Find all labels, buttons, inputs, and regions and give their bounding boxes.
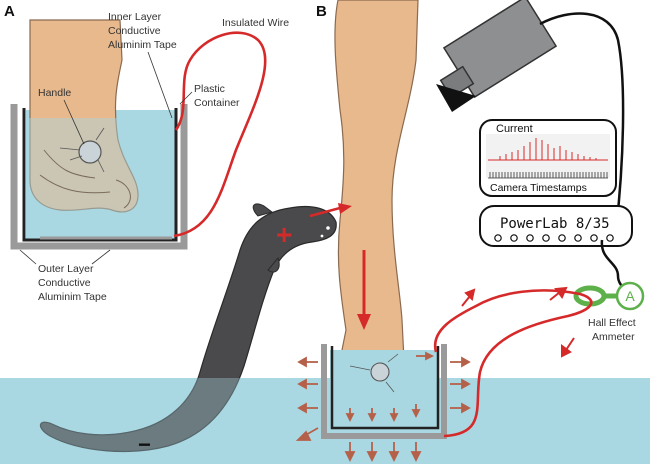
panel-b-label: B bbox=[316, 3, 327, 20]
inner-layer-line1: Inner Layer bbox=[108, 11, 162, 23]
handle-b bbox=[370, 362, 390, 382]
current-trace bbox=[499, 138, 597, 160]
handle-a bbox=[78, 140, 102, 164]
water-overlay-b bbox=[330, 350, 438, 426]
handle-leader bbox=[63, 99, 85, 145]
current-label: Current bbox=[496, 123, 533, 135]
panel-a: A Inner Layer Conductive Aluminim Tape I… bbox=[4, 3, 289, 303]
eel-water-overlay bbox=[30, 378, 270, 464]
plastic-container-line1: Plastic bbox=[194, 83, 225, 95]
return-wire bbox=[433, 289, 593, 438]
eel-current-arrow bbox=[309, 206, 341, 218]
powerlab-port bbox=[510, 234, 518, 242]
powerlab-port bbox=[526, 234, 534, 242]
inner-layer-line3: Aluminim Tape bbox=[108, 39, 177, 51]
hall-effect-label: Hall Effect Ammeter bbox=[588, 317, 639, 343]
eel-current-arrowhead bbox=[338, 203, 352, 214]
handle-wires-b bbox=[349, 353, 399, 393]
thumb-line-a bbox=[115, 179, 131, 209]
powerlab-port bbox=[558, 234, 566, 242]
plastic-container-label: Plastic Container bbox=[194, 83, 240, 109]
ammeter-symbol: A bbox=[625, 288, 635, 304]
powerlab-port bbox=[606, 234, 614, 242]
powerlab-port bbox=[494, 234, 502, 242]
outer-layer-line3: Aluminim Tape bbox=[38, 291, 107, 303]
powerlab-port bbox=[590, 234, 598, 242]
outer-layer-line2: Conductive bbox=[38, 277, 91, 289]
handle-wires-a bbox=[59, 127, 105, 173]
powerlab-label: PowerLab 8/35 bbox=[500, 216, 610, 232]
plastic-container-leader bbox=[179, 91, 193, 105]
powerlab-device: PowerLab 8/35 bbox=[479, 205, 633, 247]
outer-layer-label: Outer Layer Conductive Aluminim Tape bbox=[38, 263, 107, 303]
outer-layer-leader-right bbox=[91, 249, 111, 265]
inner-layer-leader bbox=[147, 51, 173, 119]
insulated-wire bbox=[173, 31, 267, 238]
timestamp-ticks bbox=[489, 172, 608, 178]
camera-icon bbox=[436, 0, 558, 112]
powerlab-port bbox=[542, 234, 550, 242]
outer-tape-b bbox=[321, 344, 447, 439]
powerlab-ports bbox=[494, 234, 614, 242]
hall-effect-line1: Hall Effect bbox=[588, 317, 636, 329]
plastic-container-a bbox=[22, 108, 178, 242]
eel-nostril bbox=[320, 234, 324, 238]
insulated-wire-label: Insulated Wire bbox=[222, 17, 289, 29]
plastic-container-line2: Container bbox=[194, 97, 240, 109]
powerlab-port bbox=[574, 234, 582, 242]
finger-line-a2 bbox=[39, 174, 111, 194]
hall-effect-line2: Ammeter bbox=[592, 331, 635, 343]
panel-a-label: A bbox=[4, 3, 15, 20]
outer-layer-line1: Outer Layer bbox=[38, 263, 94, 275]
arm-current-arrowhead bbox=[357, 314, 371, 330]
camera-cable bbox=[539, 12, 625, 231]
eel-negative-sign: − bbox=[138, 432, 151, 457]
water-overlay-a bbox=[26, 118, 176, 238]
finger-line-a1 bbox=[43, 149, 96, 179]
outer-layer-leader-left bbox=[19, 249, 37, 265]
handle-label: Handle bbox=[38, 87, 71, 99]
eel-positive-sign: + bbox=[276, 219, 292, 250]
inner-layer-line2: Conductive bbox=[108, 25, 161, 37]
inner-layer-label: Inner Layer Conductive Aluminim Tape bbox=[108, 11, 177, 51]
field-arrows bbox=[295, 351, 471, 463]
eel-pectoral-fin bbox=[267, 257, 280, 273]
eel-fin bbox=[252, 203, 274, 217]
eel bbox=[39, 205, 337, 453]
camera-timestamps-label: Camera Timestamps bbox=[490, 182, 587, 194]
plastic-container-b bbox=[330, 346, 440, 430]
current-monitor: Current Camera Timestamps bbox=[479, 119, 617, 197]
outer-tape-a bbox=[10, 104, 188, 250]
eel-eye bbox=[326, 226, 330, 230]
wire-current-arrows bbox=[461, 286, 575, 358]
